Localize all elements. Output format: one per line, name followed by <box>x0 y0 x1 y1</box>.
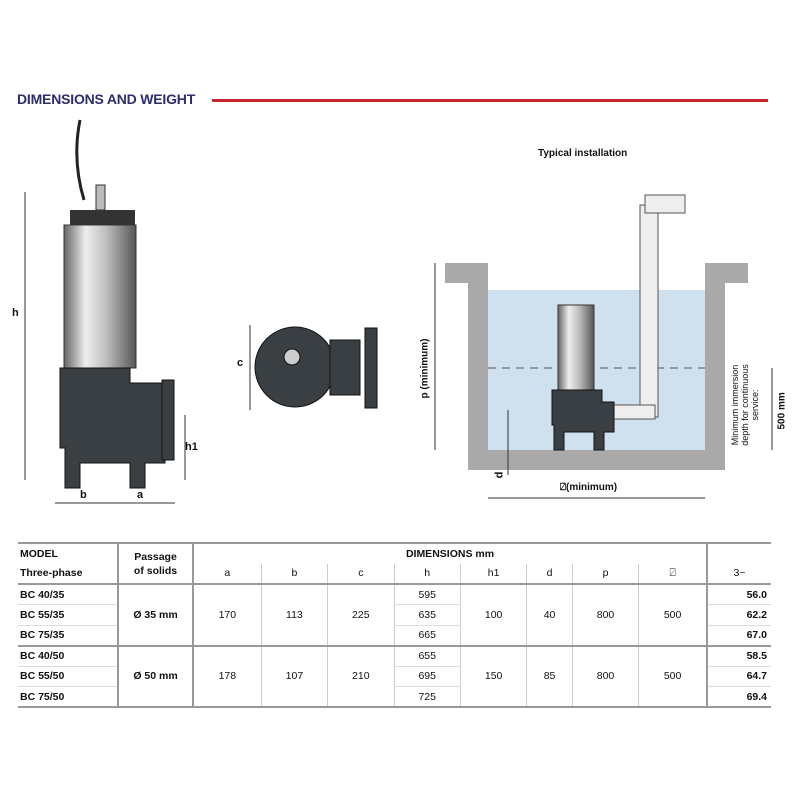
table-row: BC 55/50 695 64.7 <box>18 666 771 687</box>
drawings <box>24 119 773 504</box>
h-cell: 655 <box>394 645 461 667</box>
weight-cell: 58.5 <box>707 645 771 667</box>
col-p: p <box>572 563 640 584</box>
d-cell: 85 <box>526 645 573 708</box>
weight-cell: 67.0 <box>746 629 767 641</box>
phase-header: Three-phase <box>18 563 119 584</box>
a-cell: 170 <box>193 584 262 647</box>
c-cell: 225 <box>327 584 395 647</box>
model-cell: BC 75/50 <box>18 686 119 707</box>
label-d: d <box>493 471 506 479</box>
installation-title: Typical installation <box>538 148 628 159</box>
col-a: a <box>193 563 262 584</box>
label-immersion: Minimum immersion depth for continuous s… <box>730 364 760 446</box>
model-header: MODEL <box>20 547 58 560</box>
square-cell: 500 <box>638 645 709 708</box>
weight-cell: 62.2 <box>707 604 771 626</box>
passage-cell: Ø 50 mm <box>117 645 194 708</box>
pump-top-view <box>249 325 378 410</box>
h-cell: 635 <box>394 604 461 626</box>
table-row: BC 75/50 725 69.4 <box>18 686 771 707</box>
c-cell: 210 <box>327 645 395 708</box>
table-row: BC 55/35 635 62.2 <box>18 604 771 626</box>
pump-side-view <box>24 119 186 504</box>
model-cell: BC 55/50 <box>18 666 119 687</box>
col-square: ⍁ <box>638 563 709 584</box>
model-cell: BC 40/35 <box>18 584 119 605</box>
h-cell: 595 <box>394 584 461 605</box>
col-h1: h1 <box>460 563 528 584</box>
label-h1: h1 <box>185 441 198 453</box>
label-p: p (minimum) <box>419 338 431 399</box>
model-cell: BC 75/35 <box>18 625 119 646</box>
b-cell: 107 <box>261 645 329 708</box>
h-cell: 665 <box>394 625 461 646</box>
section-title: DIMENSIONS AND WEIGHT <box>17 91 196 107</box>
h1-cell: 150 <box>460 645 528 708</box>
h-cell: 695 <box>394 666 461 687</box>
col-d: d <box>526 563 573 584</box>
col-b: b <box>261 563 329 584</box>
installation-diagram <box>434 194 773 499</box>
col-c: c <box>327 563 395 584</box>
square-cell: 500 <box>638 584 709 647</box>
model-cell: BC 40/50 <box>18 645 119 667</box>
a-cell: 178 <box>193 645 262 708</box>
h-cell: 725 <box>394 686 461 707</box>
weight-cell: 69.4 <box>746 690 767 703</box>
model-cell: BC 55/35 <box>18 604 119 626</box>
passage-cell: Ø 35 mm <box>117 584 194 647</box>
label-a: a <box>137 489 144 501</box>
title-rule <box>212 99 768 102</box>
label-square-min: ⍁(minimum) <box>560 482 618 493</box>
d-cell: 40 <box>526 584 573 647</box>
weight-cell: 64.7 <box>707 666 771 687</box>
b-cell: 113 <box>261 584 329 647</box>
col-h: h <box>394 563 461 584</box>
label-b: b <box>80 489 87 501</box>
table-row: BC 75/35 665 67.0 <box>18 625 771 646</box>
label-h: h <box>12 307 19 319</box>
col-weight: 3~ <box>733 567 746 580</box>
label-c: c <box>237 357 244 369</box>
p-cell: 800 <box>572 645 640 708</box>
h1-cell: 100 <box>460 584 528 647</box>
label-500mm: 500 mm <box>776 392 788 430</box>
p-cell: 800 <box>572 584 640 647</box>
weight-cell: 56.0 <box>707 584 771 605</box>
dimensions-header: DIMENSIONS mm <box>193 543 708 564</box>
